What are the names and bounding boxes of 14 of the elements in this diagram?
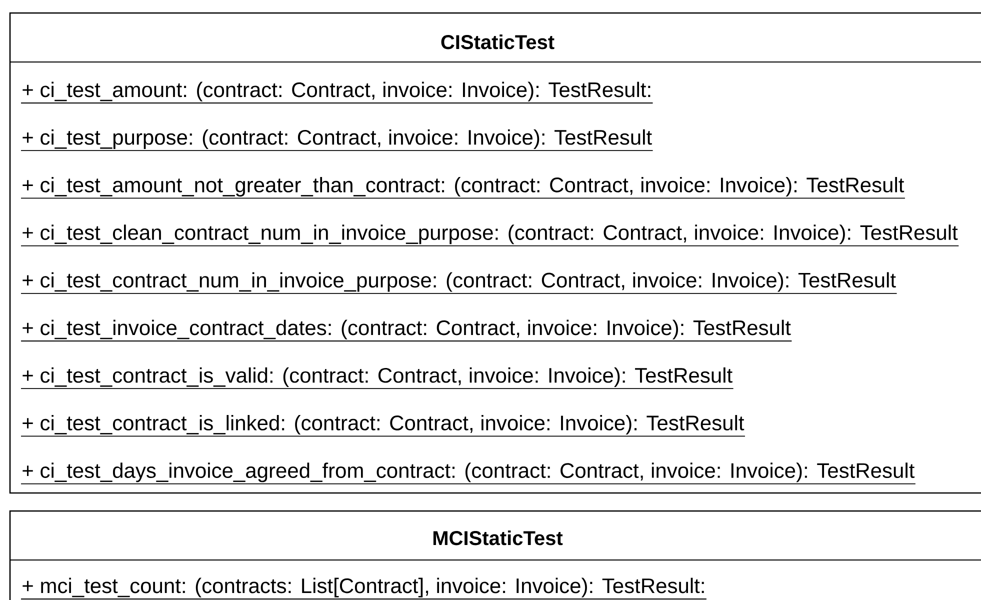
method-signature: + ci_test_amount_not_greater_than_contract: (contract: Contract, invoice: Invoice): TestResult xyxy=(20,177,906,199)
method-signature: + ci_test_contract_is_valid: (contract: Contract, invoice: Invoice): TestResult xyxy=(20,367,734,390)
method-signature: + ci_test_contract_num_in_invoice_purpose: (contract: Contract, invoice: Invoice): TestResult xyxy=(20,272,898,294)
class-box xyxy=(9,12,981,494)
method-signature: + ci_test_purpose: (contract: Contract, invoice: Invoice): TestResult xyxy=(20,129,654,152)
class-name: CIStaticTest xyxy=(441,34,554,50)
method-signature: + ci_test_amount: (contract: Contract, invoice: Invoice): TestResult: xyxy=(20,82,654,104)
method-signature: + ci_test_days_invoice_agreed_from_contract: (contract: Contract, invoice: Invoice): TestResult xyxy=(20,462,916,484)
method-signature: + ci_test_contract_is_linked: (contract: Contract, invoice: Invoice): TestResult xyxy=(20,415,746,437)
method-signature: + mci_test_count: (contracts: List[Contract], invoice: Invoice): TestResult: xyxy=(20,578,707,600)
method-signature: + ci_test_invoice_contract_dates: (contract: Contract, invoice: Invoice): TestResult xyxy=(20,320,792,342)
class-name: MCIStaticTest xyxy=(433,530,563,546)
method-signature: + ci_test_clean_contract_num_in_invoice_purpose: (contract: Contract, invoice: Invoice): TestResult xyxy=(20,224,960,246)
class-box xyxy=(9,510,981,600)
